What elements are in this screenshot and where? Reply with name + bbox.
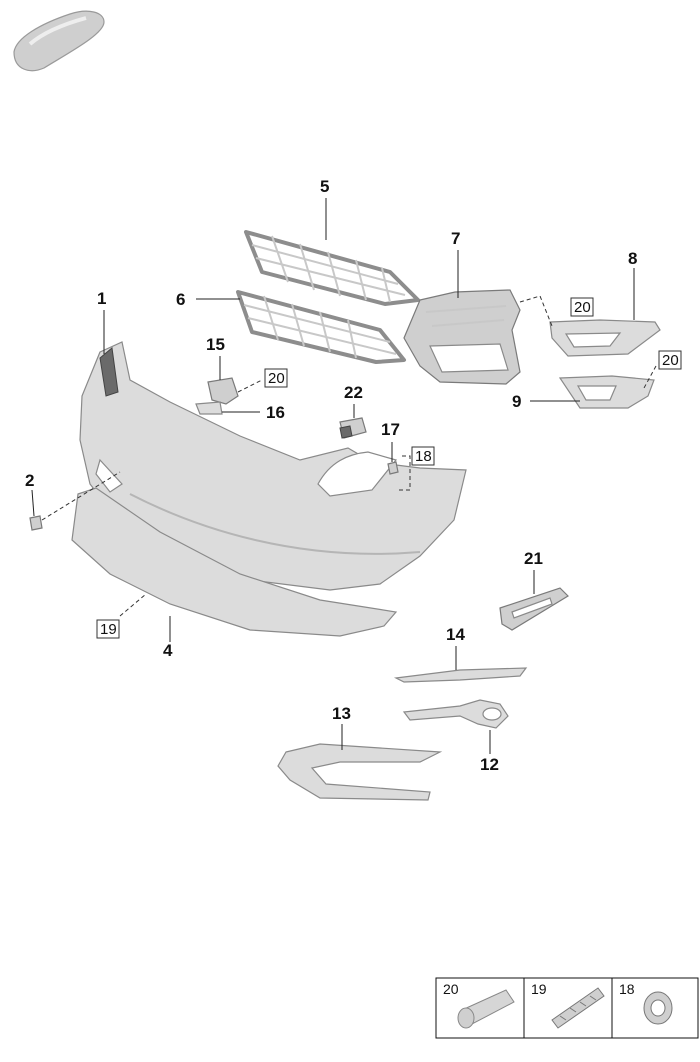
screw-icon — [457, 989, 515, 1029]
callout-12: 12 — [480, 755, 499, 774]
part-16-clip — [195, 401, 223, 415]
part-14-trim-strip — [393, 667, 528, 683]
legend-number-18: 18 — [619, 981, 635, 997]
part-21-plate — [499, 587, 569, 631]
callout-22: 22 — [344, 383, 363, 402]
legend-number-19: 19 — [531, 981, 547, 997]
callout-5: 5 — [320, 177, 329, 196]
callout-17: 17 — [381, 420, 400, 439]
callout-2: 2 — [25, 471, 34, 490]
legend-box: 20 19 18 — [435, 977, 699, 1039]
legend-number-20: 20 — [443, 981, 459, 997]
callout-15: 15 — [206, 335, 225, 354]
part-2-fastener — [29, 515, 43, 531]
boxed-ref-20a: 20 — [574, 299, 591, 316]
callout-9: 9 — [512, 392, 521, 411]
part-12-trim-ring — [402, 699, 509, 729]
part-15-bracket — [207, 377, 239, 405]
callout-21: 21 — [524, 549, 543, 568]
callout-1: 1 — [97, 289, 106, 308]
part-6-lower-grille — [236, 290, 406, 364]
part-1-bumper-cover — [79, 341, 467, 591]
callout-16: 16 — [266, 403, 285, 422]
boxed-ref-19: 19 — [100, 621, 117, 638]
car-silhouette-icon — [13, 10, 105, 72]
part-5-upper-grille — [244, 230, 420, 306]
boxed-ref-20c: 20 — [662, 352, 679, 369]
boxed-ref-20b: 20 — [268, 370, 285, 387]
clip-strip-icon — [551, 987, 605, 1029]
part-7-bracket-frame — [403, 289, 521, 385]
callout-6: 6 — [176, 290, 185, 309]
ring-grommet-icon — [643, 991, 673, 1025]
part-8-trim-upper — [549, 319, 661, 357]
callout-7: 7 — [451, 229, 460, 248]
part-17-fastener — [387, 461, 399, 475]
part-4-lower-spoiler — [71, 487, 398, 637]
part-13-lamp-trim — [277, 743, 443, 801]
callout-4: 4 — [163, 641, 173, 660]
callout-13: 13 — [332, 704, 351, 723]
part-22-sensor — [339, 417, 367, 439]
part-9-trim-lower — [558, 375, 655, 409]
callout-8: 8 — [628, 249, 637, 268]
callout-14: 14 — [446, 625, 465, 644]
boxed-ref-18: 18 — [415, 448, 432, 465]
